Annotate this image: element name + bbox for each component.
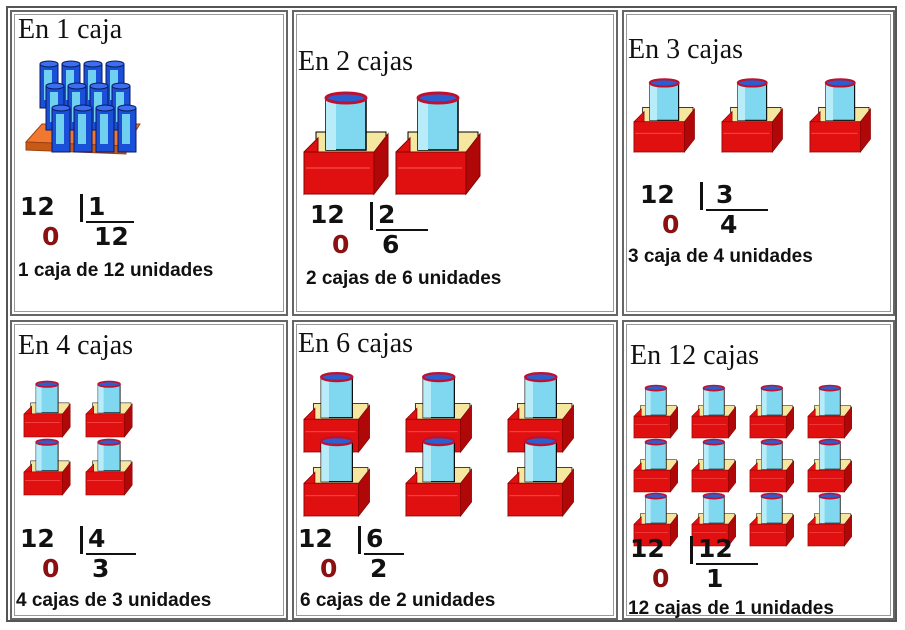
can-in-box-icon [691, 492, 736, 547]
can-in-box-icons [303, 372, 574, 518]
division-bar [80, 526, 83, 554]
quotient: 6 [382, 230, 400, 259]
quotient: 12 [94, 222, 129, 251]
division-bar [370, 202, 373, 230]
can-in-box-icon [303, 91, 389, 196]
division-operation: 12 12 0 1 [630, 534, 770, 596]
division-board: En 1 caja 12 1 0 12 1 caja de 12 unidade… [6, 6, 897, 622]
quotient: 3 [92, 554, 110, 583]
panel-caption: 1 caja de 12 unidades [18, 260, 214, 281]
divisor: 2 [378, 200, 396, 229]
divisor-underline [376, 229, 428, 231]
dividend: 12 [310, 200, 345, 229]
can-icon [95, 104, 115, 153]
remainder: 0 [42, 222, 60, 251]
panel-caption: 4 cajas de 3 unidades [16, 590, 212, 611]
dividend: 12 [640, 180, 675, 209]
divisor: 4 [88, 524, 106, 553]
panel-3-boxes: En 3 cajas 12 3 0 4 3 caja de 4 unidades [622, 10, 895, 316]
divisor-underline [706, 209, 768, 211]
panel-caption: 3 caja de 4 unidades [628, 246, 813, 267]
can-in-box-icon [633, 438, 678, 493]
panel-6-boxes: En 6 cajas 12 6 0 2 6 cajas de 2 unidade… [292, 320, 618, 620]
division-operation: 12 3 0 4 [640, 180, 780, 242]
quotient: 1 [706, 564, 724, 593]
can-in-box-icon [749, 492, 794, 547]
divisor: 1 [88, 192, 106, 221]
can-in-box-icon [633, 78, 695, 154]
can-in-box-icon [633, 492, 678, 547]
division-bar [358, 526, 361, 554]
crate-of-cans-icon [24, 60, 141, 155]
panel-2-boxes: En 2 cajas 12 2 0 6 2 cajas de 6 unidade… [292, 10, 618, 316]
panel-4-boxes: En 4 cajas 12 4 0 3 4 cajas de 3 unidade… [10, 320, 288, 620]
divisor-underline [696, 563, 758, 565]
divisor: 3 [716, 180, 734, 209]
can-in-box-icon [807, 384, 852, 439]
dividend: 12 [20, 192, 55, 221]
divisor: 12 [698, 534, 733, 563]
can-in-box-icon [303, 372, 370, 454]
can-in-box-icon [807, 492, 852, 547]
division-bar [690, 536, 693, 564]
can-in-box-icons [633, 78, 871, 154]
panel-title: En 6 cajas [298, 328, 414, 359]
crate-of-cans-icon [24, 60, 141, 155]
can-in-box-icon [749, 438, 794, 493]
can-in-box-icon [85, 438, 133, 496]
remainder: 0 [662, 210, 680, 239]
can-in-box-icon [405, 436, 472, 518]
panel-title: En 1 caja [18, 14, 123, 45]
can-in-box-icon [507, 436, 574, 518]
can-in-box-icon [303, 436, 370, 518]
can-in-box-icon [809, 78, 871, 154]
remainder: 0 [652, 564, 670, 593]
divisor-underline [86, 553, 136, 555]
panel-12-boxes: En 12 cajas 12 12 0 1 12 cajas de 1 unid… [622, 320, 895, 620]
can-in-box-icon [633, 384, 678, 439]
division-bar [80, 194, 83, 222]
dividend: 12 [630, 534, 665, 563]
dividend: 12 [298, 524, 333, 553]
dividend: 12 [20, 524, 55, 553]
panel-caption: 2 cajas de 6 unidades [306, 268, 502, 289]
can-in-box-icon [395, 91, 481, 196]
can-icon [73, 104, 93, 153]
panel-title: En 2 cajas [298, 46, 414, 77]
can-in-box-icons [633, 384, 852, 547]
can-in-box-icons [23, 380, 133, 496]
panel-1-box: En 1 caja 12 1 0 12 1 caja de 12 unidade… [10, 10, 288, 316]
division-bar [700, 182, 703, 210]
panel-title: En 12 cajas [630, 340, 760, 371]
panel-caption: 12 cajas de 1 unidades [628, 598, 834, 619]
can-in-box-icon [749, 384, 794, 439]
division-operation: 12 1 0 12 [20, 192, 160, 254]
quotient: 2 [370, 554, 388, 583]
can-in-box-icon [691, 438, 736, 493]
panel-title: En 4 cajas [18, 330, 134, 361]
can-in-box-icon [23, 380, 71, 438]
can-in-box-icon [807, 438, 852, 493]
panel-title: En 3 cajas [628, 34, 744, 65]
remainder: 0 [42, 554, 60, 583]
remainder: 0 [320, 554, 338, 583]
division-operation: 12 4 0 3 [20, 524, 160, 586]
can-in-box-icon [23, 438, 71, 496]
remainder: 0 [332, 230, 350, 259]
division-operation: 12 6 0 2 [298, 524, 438, 586]
division-operation: 12 2 0 6 [310, 200, 450, 262]
divisor-underline [364, 553, 404, 555]
can-icon [117, 104, 137, 153]
can-in-box-icons [303, 91, 481, 196]
quotient: 4 [720, 210, 738, 239]
divisor: 6 [366, 524, 384, 553]
divisor-underline [86, 221, 134, 223]
can-in-box-icon [721, 78, 783, 154]
can-in-box-icon [85, 380, 133, 438]
panel-caption: 6 cajas de 2 unidades [300, 590, 496, 611]
can-icon [51, 104, 71, 153]
can-in-box-icon [691, 384, 736, 439]
can-in-box-icon [507, 372, 574, 454]
